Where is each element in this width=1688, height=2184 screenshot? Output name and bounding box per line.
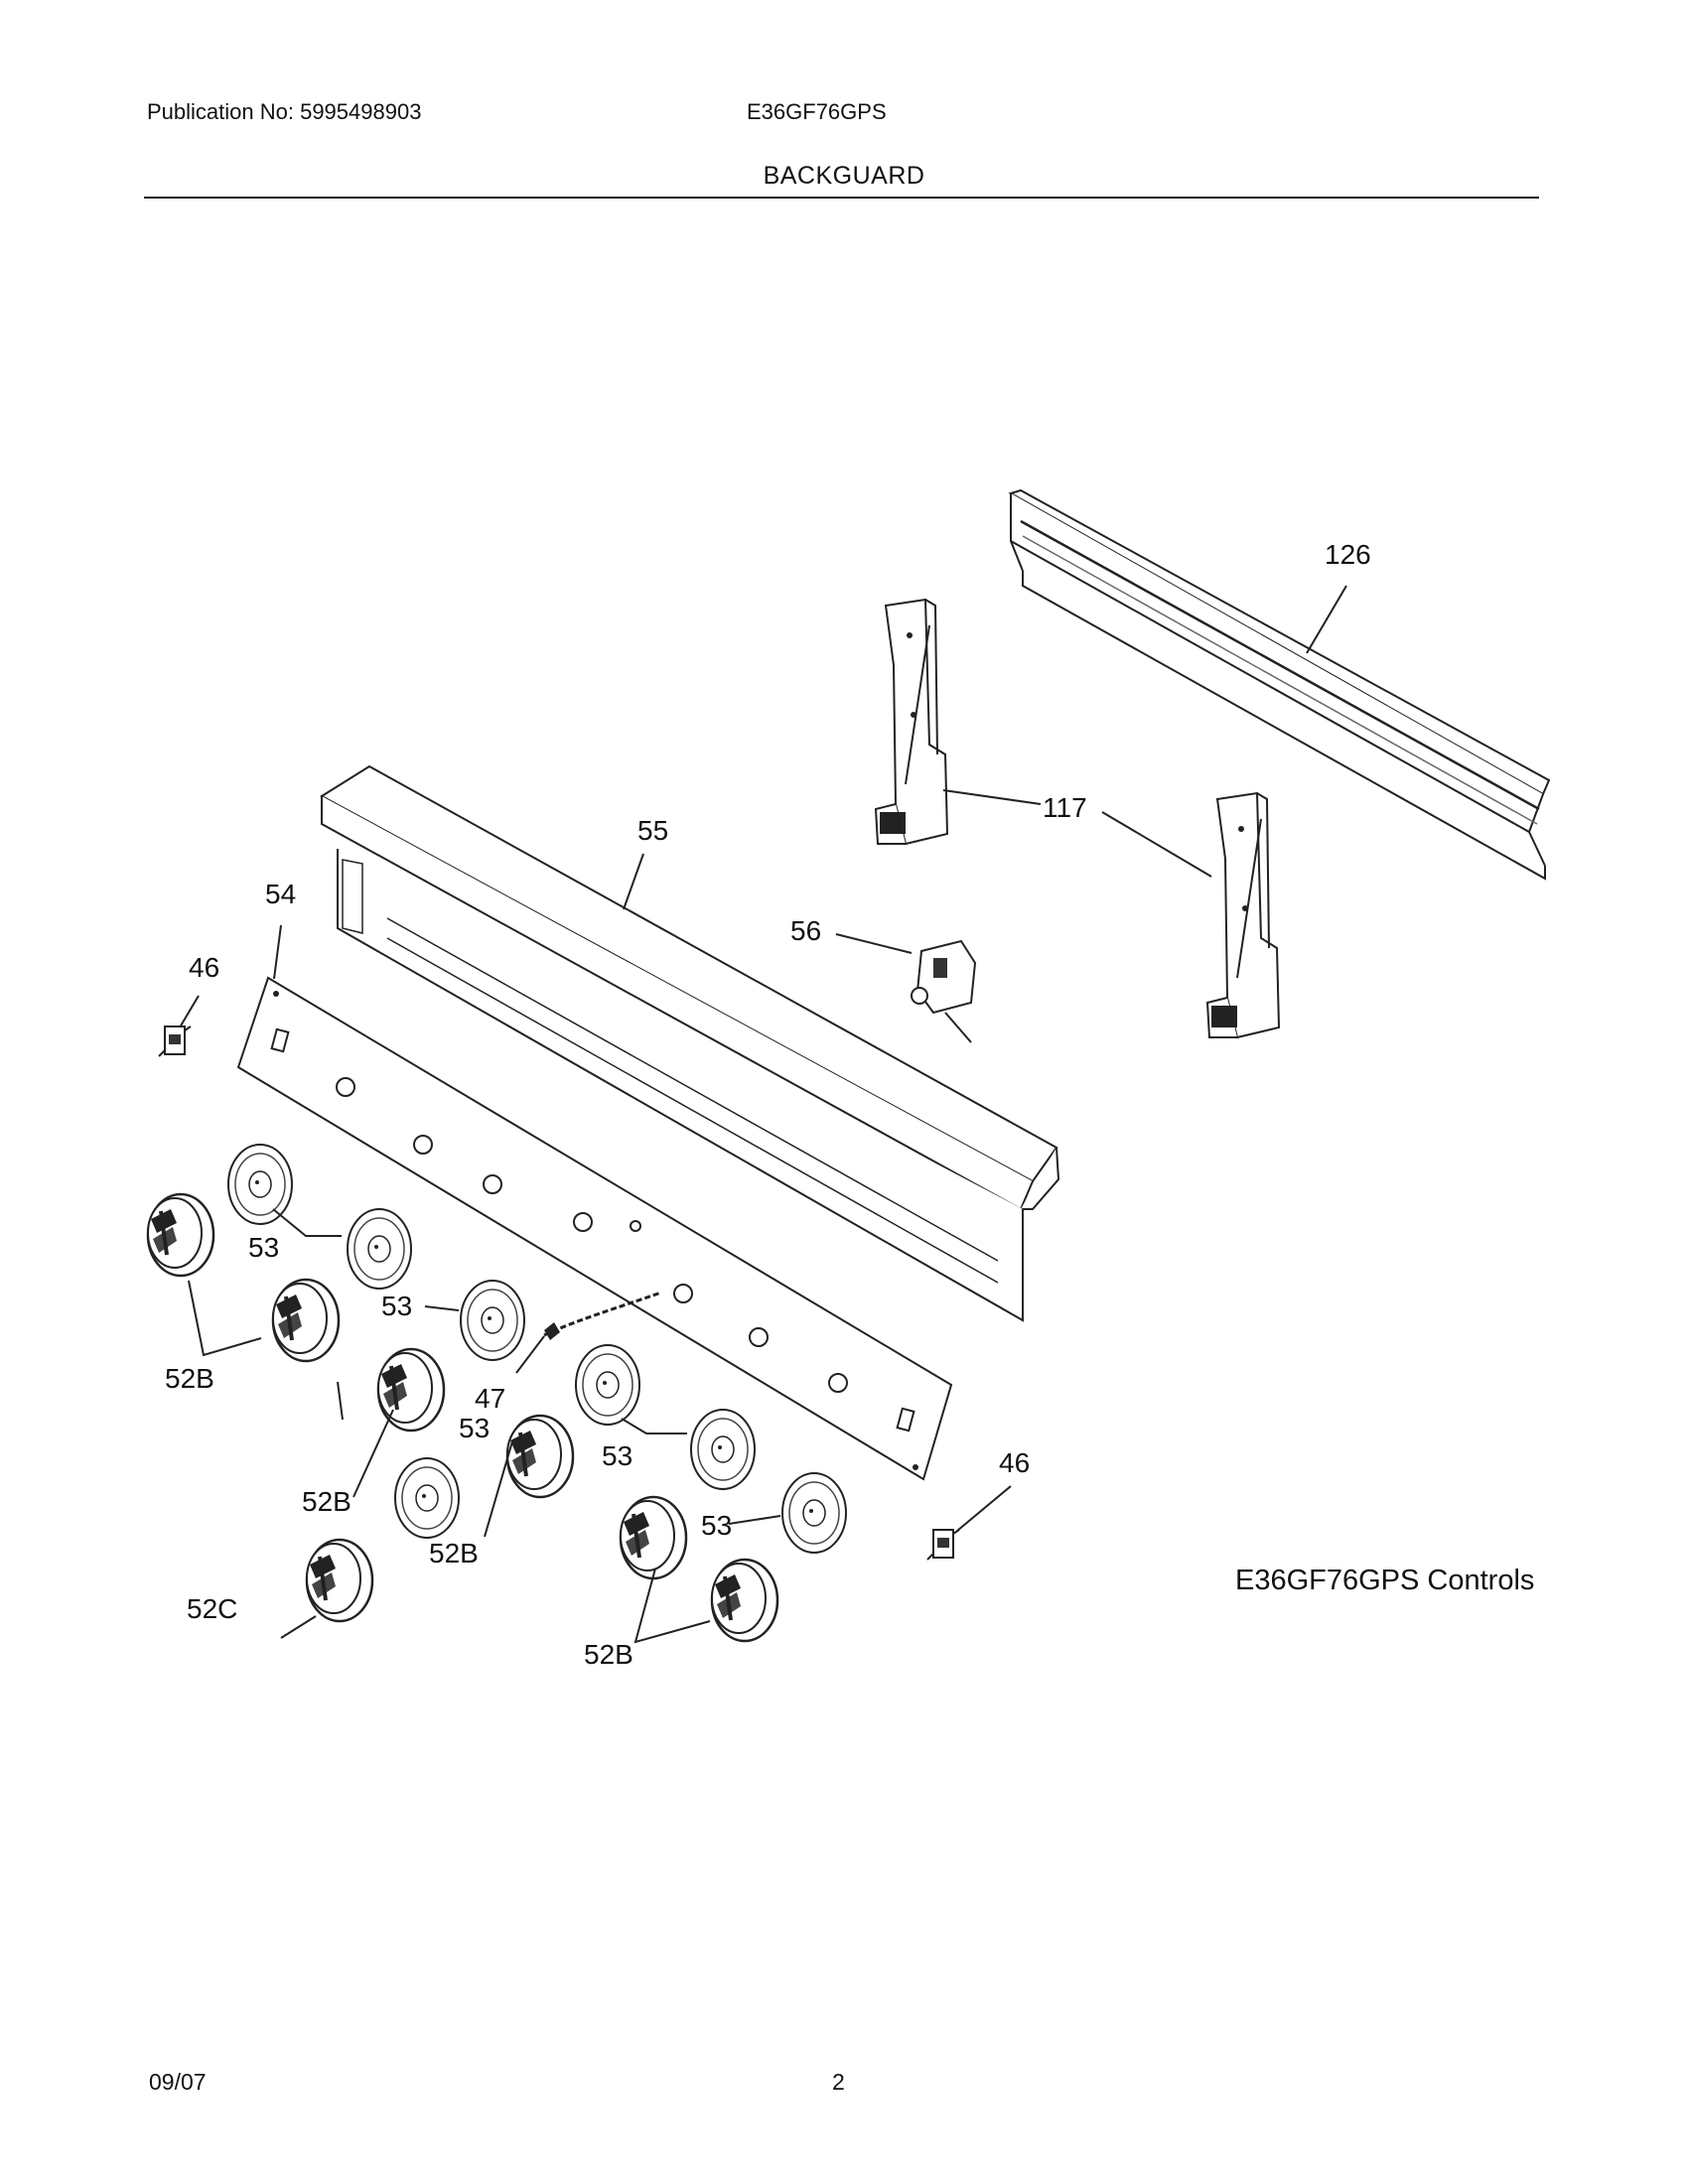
callout-47: 47 (475, 1383, 505, 1414)
diagram-caption: E36GF76GPS Controls (1235, 1565, 1535, 1596)
callout-117: 117 (1043, 792, 1087, 823)
callout-52B: 52B (302, 1486, 352, 1517)
knob-52B (271, 1278, 341, 1363)
bezel-ring-53 (460, 1280, 525, 1361)
model-number: E36GF76GPS (747, 99, 887, 124)
bezel-ring-53 (394, 1457, 460, 1539)
callout-53: 53 (701, 1510, 732, 1541)
trim-rail-126 (1008, 488, 1551, 881)
callout-55: 55 (637, 815, 668, 846)
clip-46-left (158, 1025, 192, 1057)
callout-53: 53 (602, 1440, 633, 1471)
publication-number: Publication No: 5995498903 (147, 99, 422, 124)
callout-126: 126 (1325, 539, 1371, 570)
knob-52B (710, 1558, 779, 1643)
switch-56 (911, 939, 977, 1043)
callout-46-right: 46 (999, 1447, 1030, 1478)
side-bracket-117-left (875, 599, 948, 845)
callout-54: 54 (265, 879, 296, 909)
header-rule (144, 197, 1539, 199)
bezel-ring-53 (227, 1144, 293, 1225)
page-number: 2 (832, 2069, 845, 2095)
leader-lines (179, 585, 1347, 1644)
backguard-housing-55 (320, 764, 1060, 1322)
callout-52B: 52B (429, 1538, 479, 1569)
callout-52B: 52B (165, 1363, 214, 1394)
control-panel-54 (236, 976, 953, 1481)
callout-53: 53 (248, 1232, 279, 1263)
knob-52B (376, 1347, 446, 1433)
clip-46-right (926, 1529, 960, 1561)
bezel-ring-53 (781, 1472, 847, 1554)
footer-date: 09/07 (149, 2069, 207, 2095)
callout-56: 56 (790, 915, 821, 946)
bezel-ring-53 (575, 1344, 640, 1426)
wire-harness-47 (543, 1291, 662, 1340)
knob-52B (505, 1414, 575, 1499)
callout-46-left: 46 (189, 952, 219, 983)
callout-53: 53 (459, 1413, 490, 1443)
callout-53: 53 (381, 1291, 412, 1321)
knob-52B (146, 1192, 215, 1278)
section-title: BACKGUARD (763, 162, 925, 190)
knob-52C (305, 1538, 374, 1623)
callout-52B: 52B (584, 1639, 633, 1670)
side-bracket-117-right (1206, 792, 1280, 1038)
bezel-ring-53 (690, 1409, 756, 1490)
callout-52C: 52C (187, 1593, 237, 1624)
knob-52B (619, 1495, 688, 1580)
bezel-ring-53 (347, 1208, 412, 1290)
